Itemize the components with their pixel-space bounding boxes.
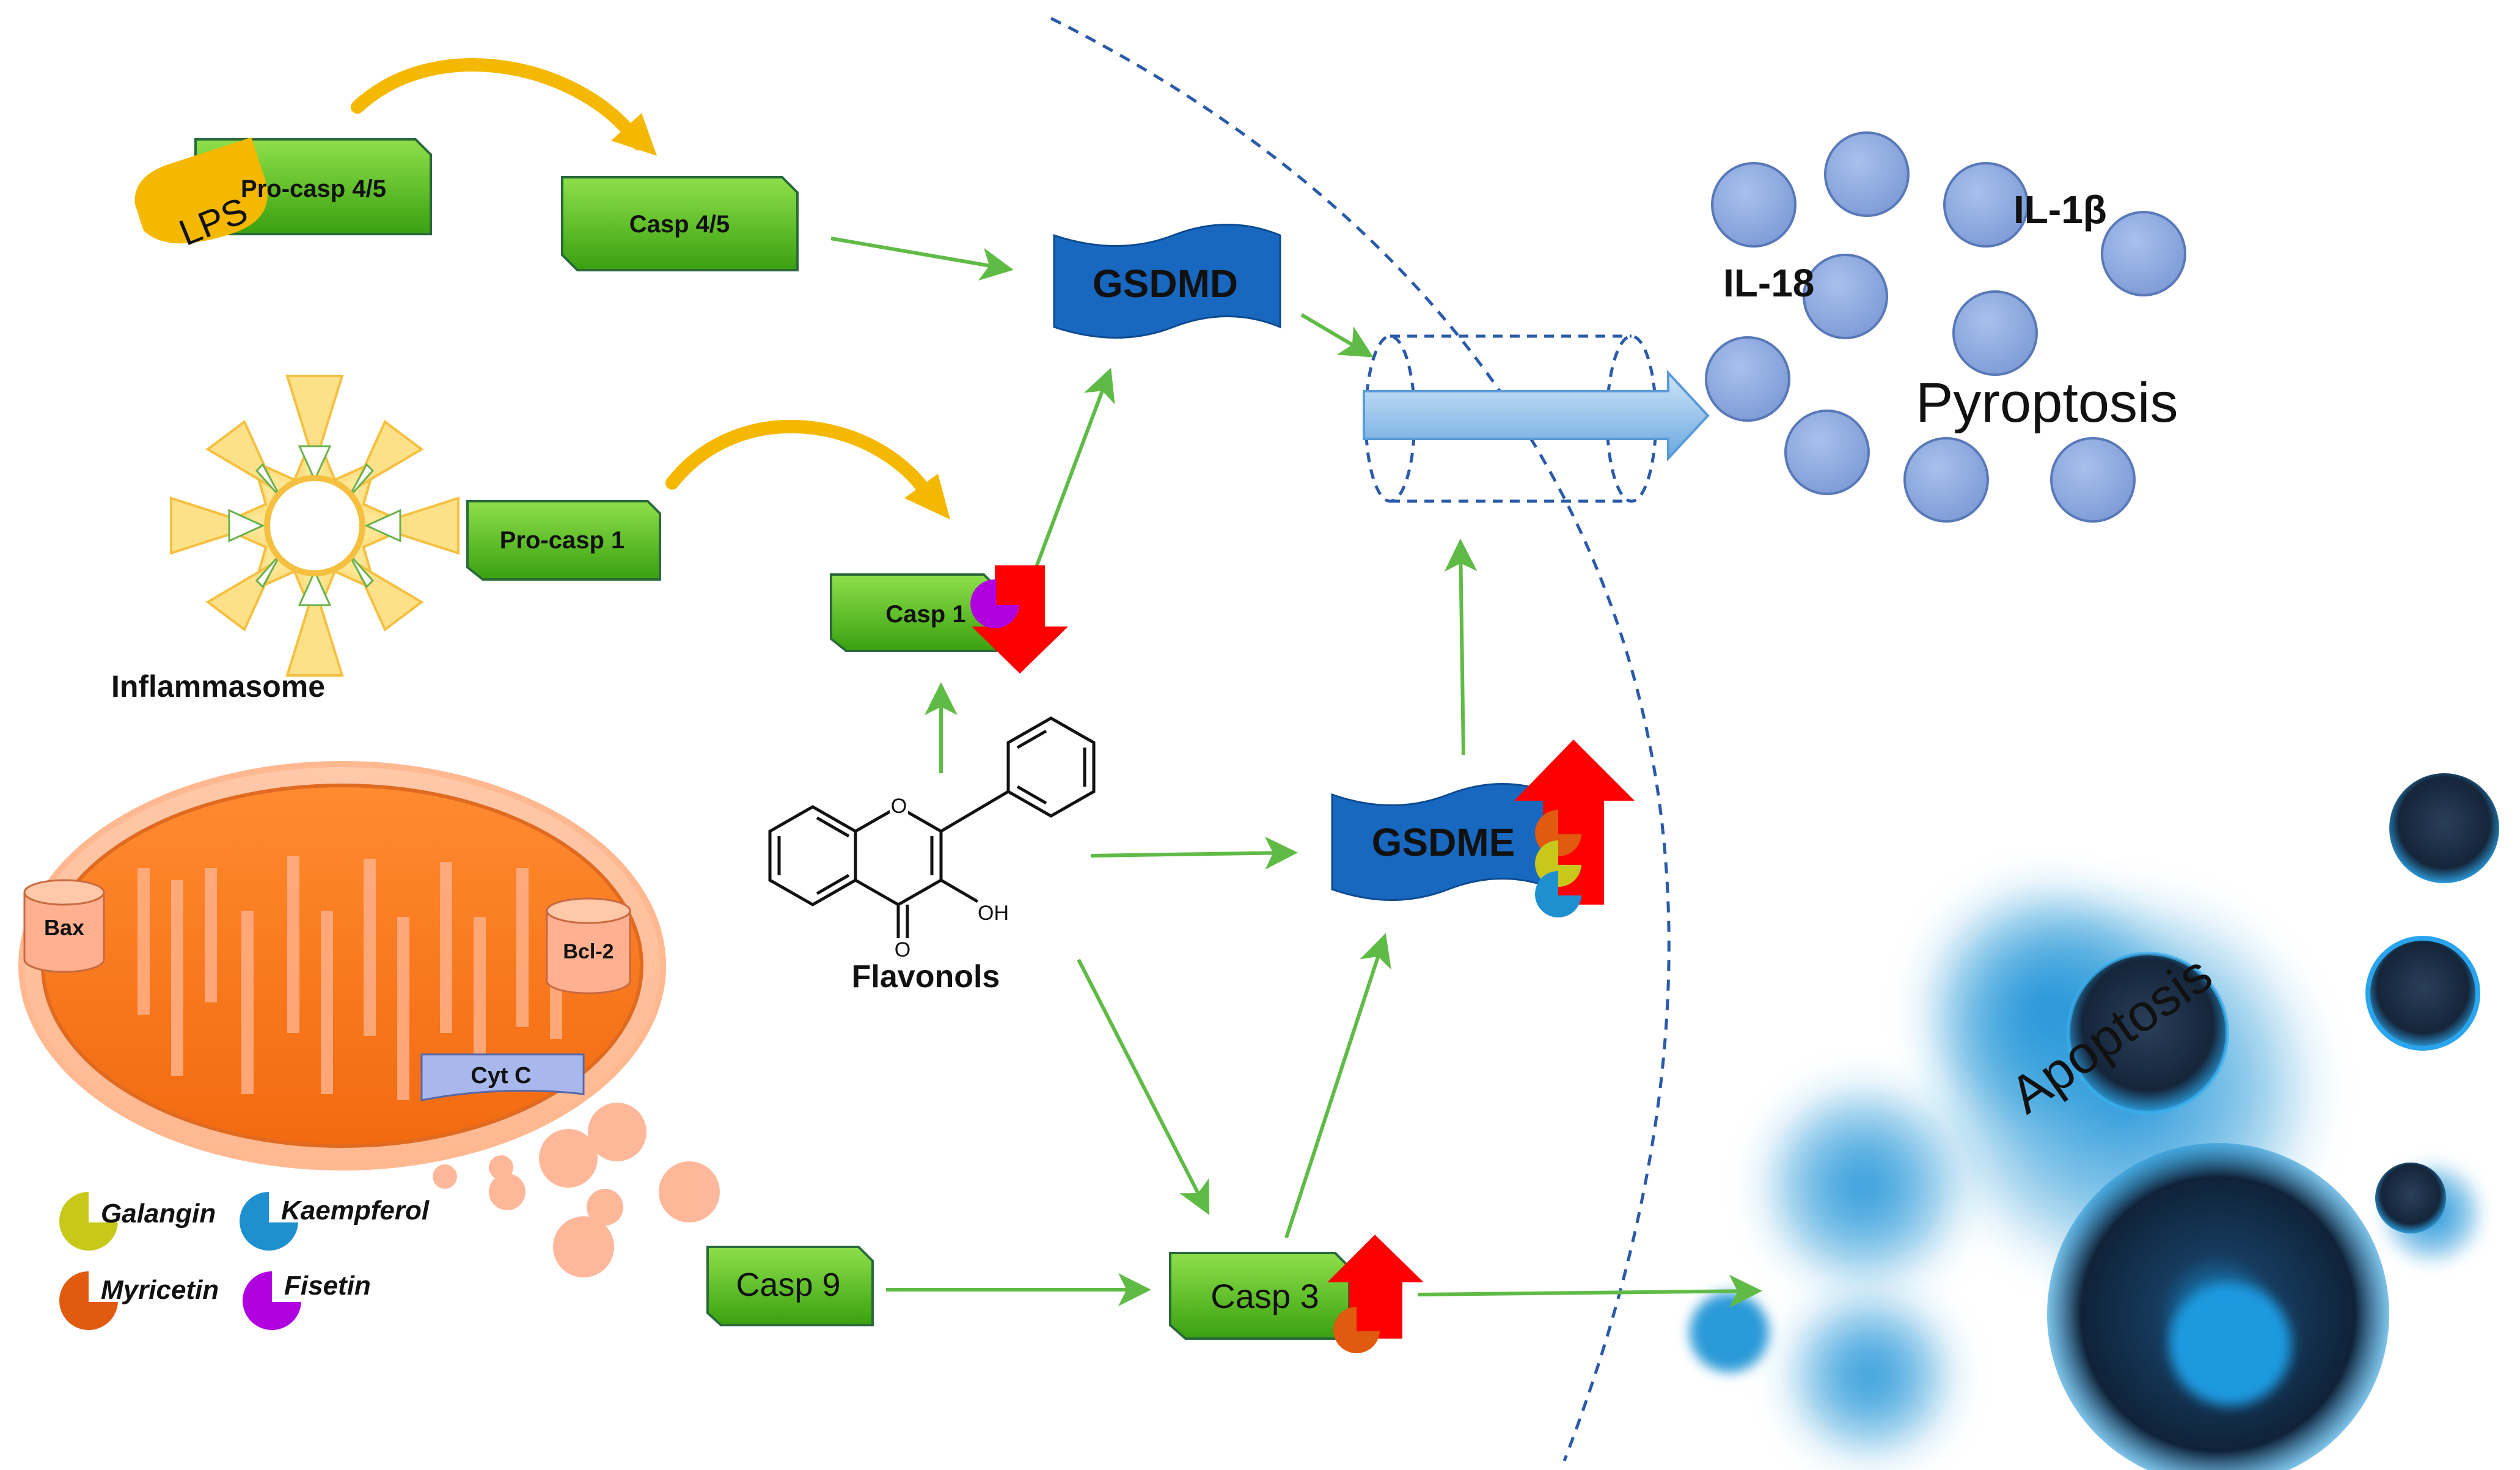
il1b-label: IL-1β	[2013, 188, 2107, 232]
galangin-label: Galangin	[101, 1199, 216, 1229]
kaempferol-marker	[240, 1192, 298, 1251]
flavonols-label: Flavonols	[852, 959, 1000, 994]
cytokine-sphere	[1711, 162, 1797, 248]
flavonol-legend: Galangin Kaempferol Myricetin Fisetin	[59, 1192, 430, 1331]
myricetin-marker-casp3	[1333, 1307, 1380, 1353]
myricetin-label: Myricetin	[101, 1275, 219, 1305]
casp9-label: Casp 9	[736, 1266, 840, 1303]
pathway-arrows	[830, 237, 1762, 1308]
casp45-label: Casp 4/5	[629, 211, 730, 238]
arrow-gsdme-pore	[1444, 538, 1478, 755]
inflammasome-label: Inflammasome	[111, 669, 325, 704]
gsdmd-banner	[1053, 224, 1281, 339]
fisetin-marker	[243, 1271, 301, 1331]
cytokine-sphere	[1824, 131, 1910, 217]
cytokine-spheres	[1705, 131, 2186, 523]
cytokine-sphere	[1803, 254, 1888, 339]
casp1-box	[830, 573, 997, 652]
myricetin-marker	[59, 1271, 118, 1330]
pore-flow-arrow	[1363, 369, 1710, 462]
cytc-banner	[420, 1053, 585, 1101]
flavonol-structure	[768, 716, 1096, 938]
bax-label: Bax	[44, 915, 84, 940]
cell-membrane	[1050, 17, 1671, 1461]
bcl2-channel	[546, 897, 631, 994]
cytokine-sphere	[1943, 162, 2029, 248]
gsdme-label: GSDME	[1372, 820, 1515, 864]
arrow-gsdmd-pore	[1300, 313, 1374, 358]
cytc-label: Cyt C	[471, 1063, 531, 1089]
arrow-flavonols-casp3	[1077, 958, 1210, 1216]
pro-casp1-box	[466, 500, 661, 581]
arrow-flavonols-gsdme	[1090, 836, 1298, 870]
cytokine-sphere	[1903, 437, 1989, 523]
fisetin-label: Fisetin	[284, 1271, 371, 1301]
cleavage-arrow-casp1	[665, 419, 939, 508]
casp45-box	[561, 176, 799, 271]
kaempferol-marker-gsdme	[1535, 871, 1581, 917]
ring-oxygen-bg	[890, 796, 908, 815]
pro-casp1-label: Pro-casp 1	[500, 527, 625, 554]
hydroxyl-label: OH	[978, 902, 1009, 925]
inflammasome-icon	[170, 375, 460, 677]
lps-shape	[134, 137, 268, 244]
kaempferol-label: Kaempferol	[281, 1196, 430, 1226]
casp1-label: Casp 1	[885, 601, 965, 628]
cytokine-sphere	[2050, 437, 2136, 523]
cleavage-arrowhead-casp1	[904, 474, 950, 520]
keto-oxygen-label: O	[895, 938, 910, 961]
cleavage-arrow-casp45	[351, 58, 645, 150]
ring-oxygen-label: O	[891, 795, 907, 818]
cytokine-sphere	[1784, 410, 1870, 495]
arrow-casp45-gsdmd	[830, 237, 1014, 281]
fisetin-marker-casp1	[970, 579, 1019, 628]
il18-label: IL-18	[1723, 261, 1814, 305]
cytokine-sphere	[1705, 336, 1790, 422]
arrow-casp1-gsdmd	[1034, 367, 1115, 570]
casp9-box	[706, 1246, 874, 1326]
bax-channel	[23, 879, 105, 973]
cleavage-arrowhead-casp45	[611, 113, 657, 156]
apoptosis-cell-cluster	[1690, 773, 2499, 1470]
pyroptosis-label: Pyroptosis	[1916, 372, 2178, 434]
gsdmd-label: GSDMD	[1093, 262, 1238, 306]
cytokine-sphere	[2101, 211, 2186, 296]
bcl2-label: Bcl-2	[563, 940, 614, 963]
arrow-casp3-gsdme	[1284, 933, 1391, 1238]
pro-casp45-label: Pro-casp 4/5	[241, 175, 386, 202]
released-vesicles	[433, 1103, 720, 1277]
casp3-label: Casp 3	[1211, 1277, 1319, 1315]
cytokine-sphere	[1952, 290, 2038, 376]
arrow-casp3-apoptosis	[1417, 1274, 1762, 1308]
galangin-marker	[59, 1192, 118, 1251]
